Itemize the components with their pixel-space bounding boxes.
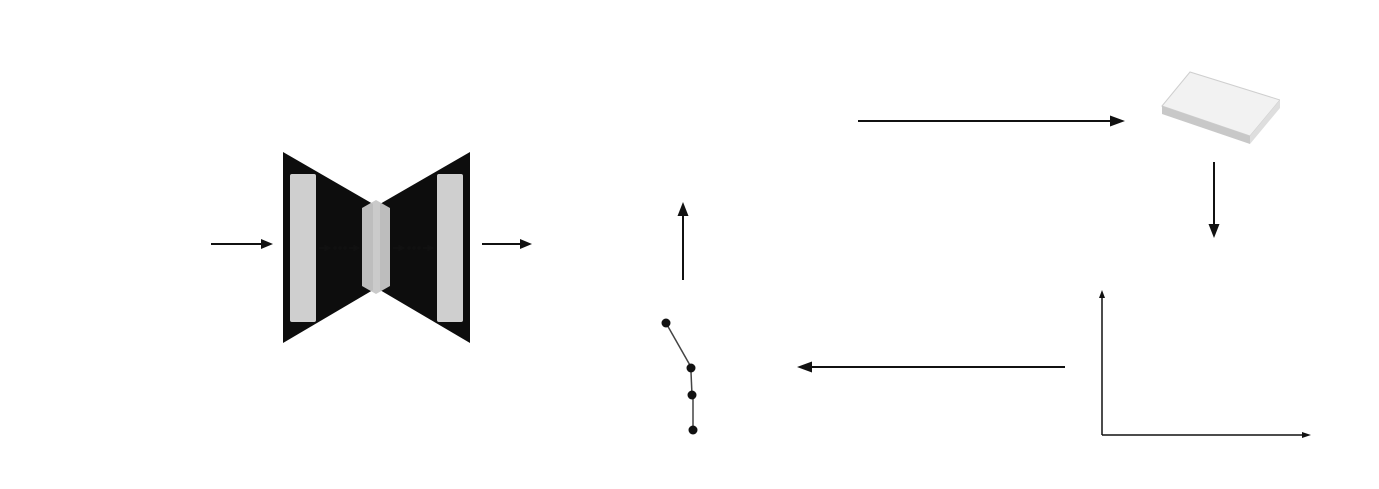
input-token-panel xyxy=(290,174,316,322)
path-point xyxy=(687,390,697,400)
arrow-to-measurement xyxy=(1208,162,1220,238)
path-point xyxy=(661,318,671,328)
gradient-path xyxy=(661,318,698,435)
x-axis-arrowhead xyxy=(1302,432,1311,438)
protein-structures xyxy=(0,100,200,170)
y-axis-arrowhead xyxy=(1099,290,1105,298)
plm-diagram xyxy=(283,152,470,343)
landscape-arrow xyxy=(797,361,1065,373)
arrow-to-plm xyxy=(211,239,273,249)
activity-landscape-surface xyxy=(661,318,698,435)
inference-arrow xyxy=(858,115,1125,127)
path-point xyxy=(688,425,698,435)
gradient-arrow xyxy=(677,202,689,280)
neural-network xyxy=(555,50,845,190)
flow-arrow-decoder xyxy=(393,244,435,252)
output-embedding-panel xyxy=(437,174,463,322)
latent-panel xyxy=(362,200,390,294)
flow-arrow-encoder xyxy=(319,244,361,252)
activity-bar-chart xyxy=(1099,290,1311,438)
path-point xyxy=(686,363,696,373)
well-plate xyxy=(1161,71,1280,144)
arrow-to-network xyxy=(482,239,532,249)
